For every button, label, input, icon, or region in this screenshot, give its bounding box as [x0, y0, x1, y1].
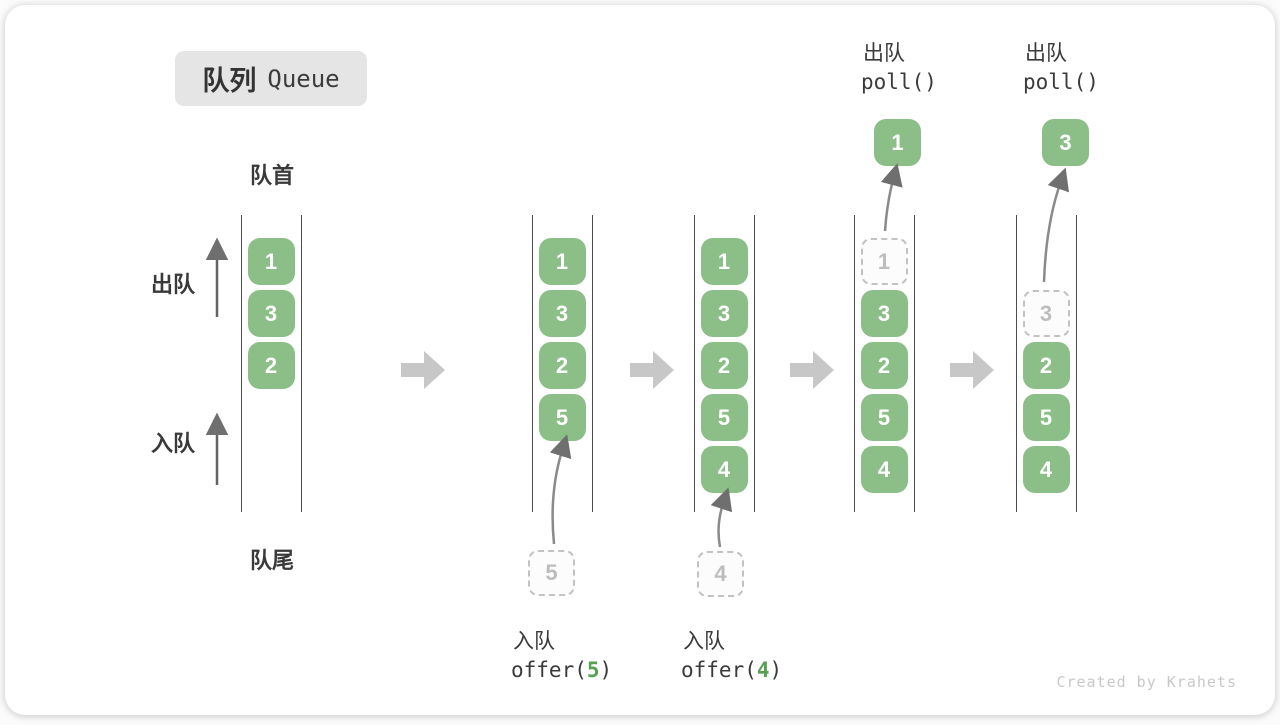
code-fn: offer( — [511, 658, 587, 682]
code-offer5: offer(5) — [511, 658, 612, 682]
queue-column-4: 1 3 2 5 4 — [854, 215, 915, 512]
queue-cell: 2 — [247, 342, 295, 389]
queue-cell: 3 — [700, 290, 748, 337]
label-queue-front: 队首 — [249, 163, 294, 188]
label-queue-rear: 队尾 — [249, 548, 294, 573]
queue-column-5: 3 2 5 4 — [1016, 215, 1077, 512]
queue-cell: 2 — [860, 342, 908, 389]
label-enqueue-op: 入队 — [683, 630, 725, 653]
queue-cell-removed: 3 — [1022, 290, 1070, 337]
title-box: 队列 Queue — [175, 51, 367, 106]
code-arg: 5 — [586, 658, 600, 682]
code-arg: 4 — [756, 658, 770, 682]
queue-cell: 5 — [1022, 394, 1070, 441]
code-offer4: offer(4) — [681, 658, 782, 682]
queue-cell: 1 — [700, 238, 748, 285]
queue-cell: 4 — [700, 446, 748, 493]
label-dequeue-op: 出队 — [1025, 42, 1067, 65]
queue-cell: 4 — [1022, 446, 1070, 493]
queue-cell: 3 — [538, 290, 586, 337]
step-arrow-icon — [629, 350, 675, 390]
title-chinese: 队列 — [202, 66, 257, 96]
poll-value-box: 1 — [874, 119, 921, 166]
queue-column-1: 1 3 2 — [241, 215, 302, 512]
enqueue-value-box: 4 — [697, 551, 744, 597]
code-poll: poll() — [861, 70, 937, 94]
step-arrow-icon — [949, 350, 995, 390]
code-poll: poll() — [1023, 70, 1099, 94]
label-dequeue-side: 出队 — [151, 272, 196, 297]
code-close: ) — [599, 658, 613, 682]
queue-cell: 5 — [860, 394, 908, 441]
label-dequeue-op: 出队 — [863, 42, 905, 65]
step-arrow-icon — [789, 350, 835, 390]
code-close: ) — [769, 658, 783, 682]
queue-cell: 1 — [247, 238, 295, 285]
poll-value-box: 3 — [1042, 119, 1089, 166]
diagram-card: 队列 Queue 队首 队尾 出队 入队 1 3 2 1 3 2 5 1 3 2… — [5, 5, 1275, 715]
queue-column-3: 1 3 2 5 4 — [694, 215, 755, 512]
queue-cell-removed: 1 — [860, 238, 908, 285]
enqueue-value-box: 5 — [528, 550, 575, 596]
queue-cell: 2 — [538, 342, 586, 389]
title-english: Queue — [267, 64, 340, 93]
queue-cell: 2 — [700, 342, 748, 389]
queue-cell: 3 — [247, 290, 295, 337]
queue-cell: 2 — [1022, 342, 1070, 389]
queue-cell: 5 — [700, 394, 748, 441]
watermark: Created by Krahets — [1056, 673, 1237, 691]
queue-cell: 4 — [860, 446, 908, 493]
queue-cell: 5 — [538, 394, 586, 441]
label-enqueue-op: 入队 — [513, 630, 555, 653]
queue-column-2: 1 3 2 5 — [532, 215, 593, 512]
code-fn: offer( — [681, 658, 757, 682]
queue-cell: 3 — [860, 290, 908, 337]
step-arrow-icon — [400, 350, 446, 390]
label-enqueue-side: 入队 — [151, 431, 196, 456]
queue-cell: 1 — [538, 238, 586, 285]
